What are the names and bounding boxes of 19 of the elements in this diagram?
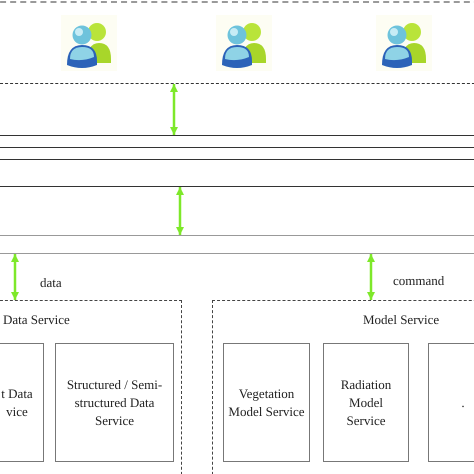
group-title: Data Service	[3, 311, 70, 329]
picture	[61, 15, 117, 71]
double-arrow	[11, 254, 19, 300]
double-arrow	[170, 84, 178, 135]
layer-band	[0, 159, 474, 187]
service-group-box	[212, 300, 474, 474]
service-group-box	[0, 300, 182, 474]
layer-band	[0, 235, 474, 254]
service-box: Radiation Model Service	[323, 343, 409, 462]
picture	[376, 15, 432, 71]
double-arrow	[367, 254, 375, 300]
service-box: .	[428, 343, 474, 462]
picture	[216, 15, 272, 71]
double-arrow	[176, 187, 184, 235]
group-title: Model Service	[363, 311, 440, 329]
user-layer-band	[0, 1, 474, 84]
service-box: Vegetation Model Service	[223, 343, 310, 462]
service-box: Structured / Semi-structured Data Service	[55, 343, 174, 462]
service-box: t Data vice	[0, 343, 44, 462]
